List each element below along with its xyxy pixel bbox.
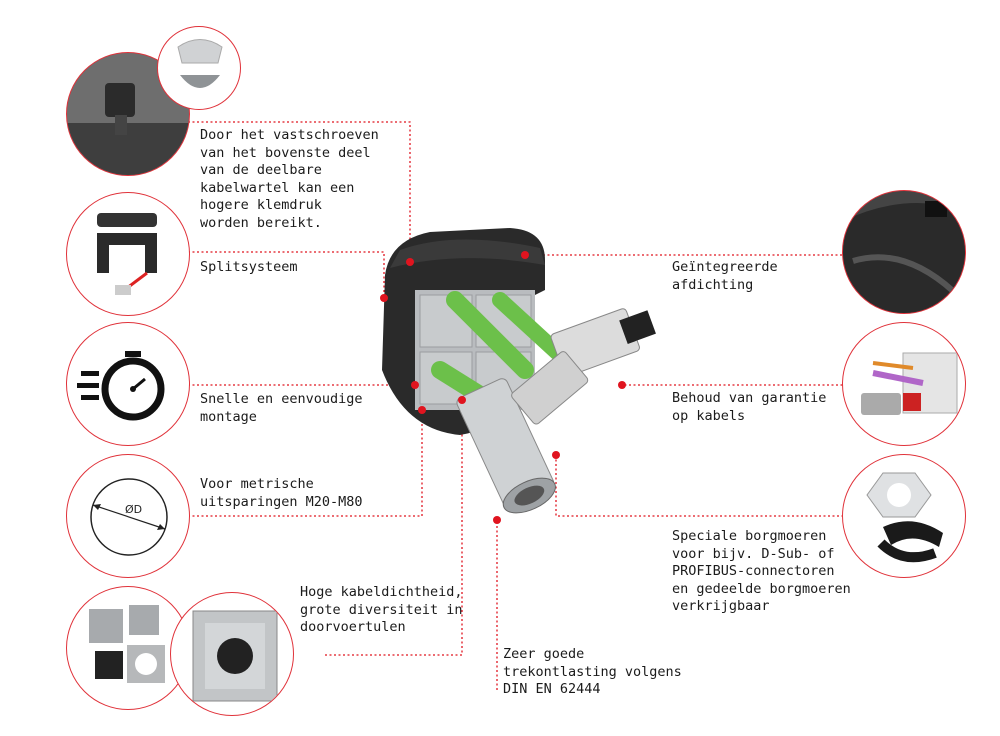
line-split [188, 251, 385, 298]
line-density [325, 400, 463, 656]
callout-split-text: Splitsysteem [200, 259, 298, 275]
cable-entry-frame-illustration [380, 228, 656, 524]
callout-nuts-text: Speciale borgmoeren voor bijv. D-Sub- of… [672, 528, 851, 614]
clip-detail-circle [157, 26, 241, 110]
callout-seal-text: Geïntegreerde afdichting [672, 259, 778, 293]
callout-quick-text: Snelle en eenvoudige montage [200, 391, 363, 425]
connector-icon [861, 352, 958, 415]
svg-text:ØD: ØD [125, 503, 142, 516]
diameter-icon: ØD [90, 478, 168, 556]
split-detail-circle [66, 192, 190, 316]
diameter-circle: ØD [66, 454, 190, 578]
grommet-inserts-icon [89, 605, 165, 683]
lock-nut-circle [842, 454, 966, 578]
seal-detail-icon [843, 201, 965, 313]
screw-detail-circle [66, 52, 190, 176]
line-screw [188, 121, 411, 262]
callout-warranty-text: Behoud van garantie op kabels [672, 390, 827, 424]
split-frame-icon [97, 213, 157, 295]
lock-nut-icon [866, 472, 943, 563]
callout-screw-text: Door het vastschroeven van het bovenste … [200, 127, 379, 231]
connector-detail-circle [842, 322, 966, 446]
seal-detail-circle [842, 190, 966, 314]
callout-density-text: Hoge kabeldichtheid, grote diversiteit i… [300, 584, 463, 635]
line-metric [188, 410, 423, 517]
stopwatch-icon [77, 351, 165, 421]
callout-metric-text: Voor metrische uitsparingen M20-M80 [200, 476, 363, 510]
line-nuts [555, 455, 850, 517]
stopwatch-circle [66, 322, 190, 446]
grommet-circle-2 [170, 592, 294, 716]
callout-strain-text: Zeer goede trekontlasting volgens DIN EN… [503, 646, 682, 697]
